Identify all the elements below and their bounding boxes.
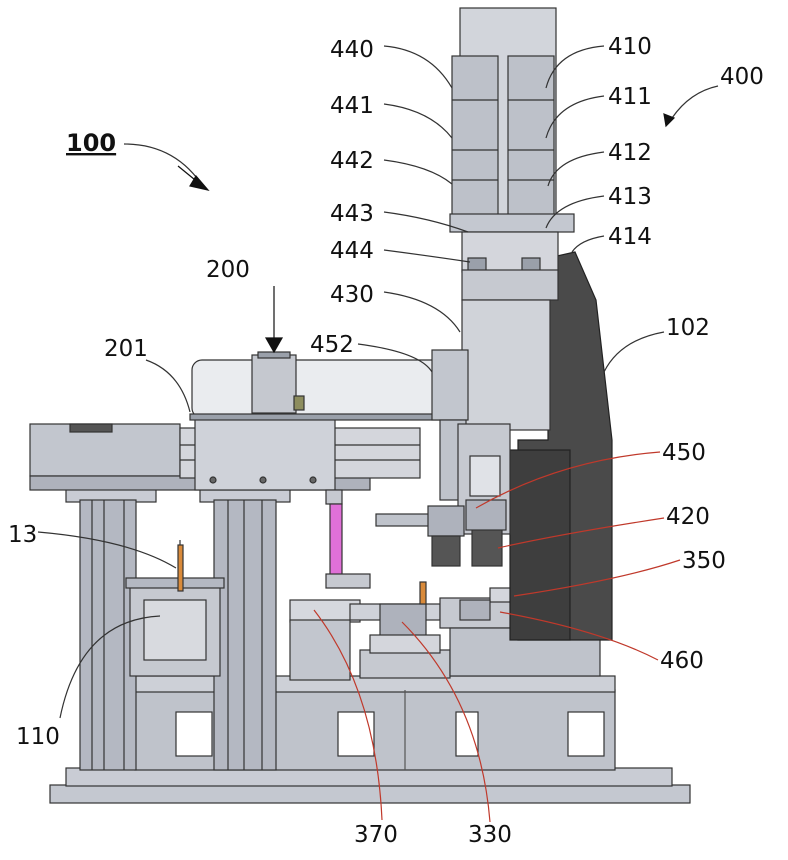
station-110 <box>125 540 225 677</box>
ref-460: 460 <box>660 648 704 674</box>
ref-201: 201 <box>104 336 148 362</box>
tool-heads <box>375 499 507 567</box>
arrows <box>177 113 676 354</box>
ref-444: 444 <box>330 238 374 264</box>
ref-410: 410 <box>608 34 652 60</box>
work-table-330 <box>289 581 451 681</box>
leader-lines-red <box>313 451 681 823</box>
ref-414: 414 <box>608 224 652 250</box>
ref-413: 413 <box>608 184 652 210</box>
ref-412: 412 <box>608 140 652 166</box>
ref-411: 411 <box>608 84 652 110</box>
ref-430: 430 <box>330 282 374 308</box>
ref-440: 440 <box>330 37 374 63</box>
leader-lines <box>37 45 719 719</box>
head-400 <box>431 7 575 535</box>
ref-102: 102 <box>666 315 710 341</box>
ref-450: 450 <box>662 440 706 466</box>
ref-200: 200 <box>206 257 250 283</box>
magenta-arm <box>325 489 371 589</box>
reference-labels: 100 440 441 442 443 444 430 452 410 411 … <box>8 34 764 848</box>
ref-442: 442 <box>330 148 374 174</box>
left-columns <box>65 487 291 771</box>
ref-443: 443 <box>330 201 374 227</box>
ref-13: 13 <box>8 522 37 548</box>
ref-110: 110 <box>16 724 60 750</box>
ref-420: 420 <box>666 504 710 530</box>
frame-column-102 <box>509 251 613 641</box>
base-platform <box>49 675 691 804</box>
ref-100: 100 <box>66 129 116 157</box>
ref-370: 370 <box>354 822 398 848</box>
ref-441: 441 <box>330 93 374 119</box>
ref-350: 350 <box>682 548 726 574</box>
ref-330: 330 <box>468 822 512 848</box>
ref-452: 452 <box>310 332 354 358</box>
ref-400: 400 <box>720 64 764 90</box>
